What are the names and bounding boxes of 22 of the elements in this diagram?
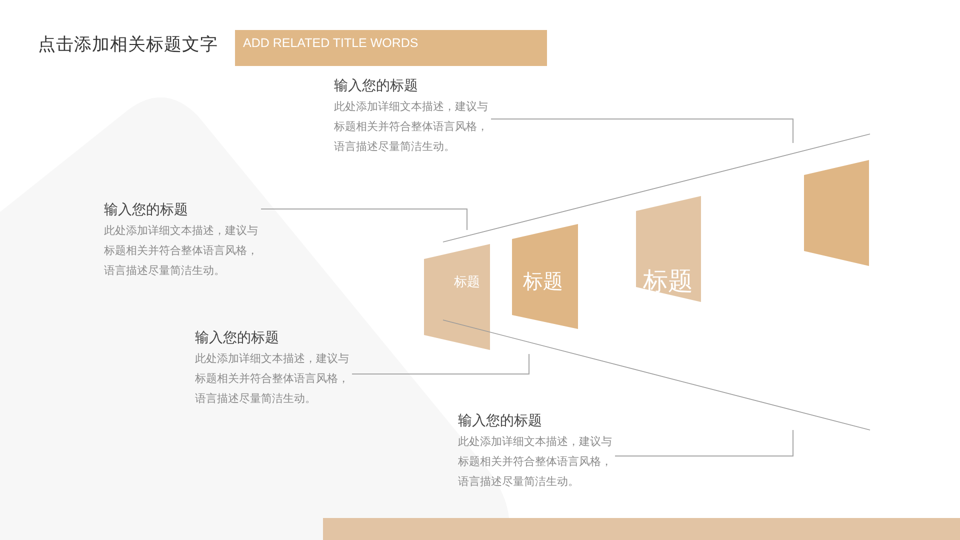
slanted-panel: [804, 160, 869, 266]
leader-line: [490, 118, 794, 144]
slanted-panel: [512, 224, 578, 329]
panel-label: 标题: [643, 268, 693, 296]
slanted-panel: [636, 196, 701, 302]
leader-line: [260, 208, 468, 230]
block-heading: 输入您的标题: [334, 78, 418, 96]
block-heading: 输入您的标题: [458, 413, 542, 431]
block-description: 此处添加详细文本描述，建议与标题相关并符合整体语言风格，语言描述尽量简洁生动。: [334, 100, 489, 155]
slanted-panel: [424, 244, 490, 350]
block-description: 此处添加详细文本描述，建议与标题相关并符合整体语言风格，语言描述尽量简洁生动。: [195, 352, 350, 407]
block-heading: 输入您的标题: [104, 202, 188, 220]
block-description: 此处添加详细文本描述，建议与标题相关并符合整体语言风格，语言描述尽量简洁生动。: [458, 434, 613, 490]
panel-label: 标题: [523, 271, 563, 293]
slide-title: 点击添加相关标题文字: [38, 33, 218, 56]
leader-line: [352, 354, 530, 374]
leader-line: [614, 430, 794, 456]
title-banner: [235, 30, 547, 66]
banner-text: ADD RELATED TITLE WORDS: [243, 36, 418, 50]
block-heading: 输入您的标题: [195, 330, 279, 348]
panel-label: 标题: [454, 274, 480, 290]
block-description: 此处添加详细文本描述，建议与标题相关并符合整体语言风格，语言描述尽量简洁生动。: [104, 224, 259, 279]
